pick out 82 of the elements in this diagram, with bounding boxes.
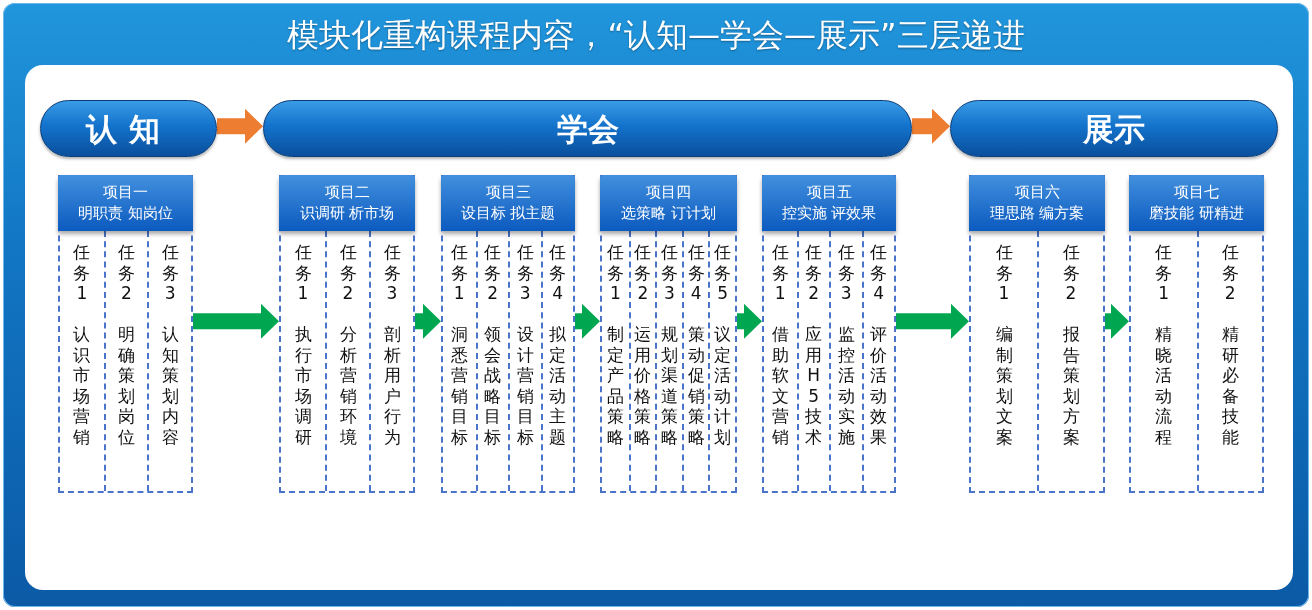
task-name: 设计营销目标 [516,324,535,447]
task-number: 任务3 [837,242,856,304]
task-number: 任务2 [117,242,136,304]
task-number: 任务1 [771,242,790,304]
task-number: 任务4 [687,242,706,304]
arrow [217,108,263,144]
task-name: 报告策划方案 [1062,324,1080,447]
task-name: 借助软文营销 [771,324,790,447]
project-title: 识调研 析市场 [299,203,395,224]
stage-banner [950,100,1278,157]
task-number: 任务1 [72,242,91,304]
project-number: 项目六 [1014,182,1060,203]
project-number: 项目四 [646,182,691,203]
task-number: 任务1 [995,242,1013,304]
task-name: 策动促销策略 [687,324,706,447]
task-name: 议定活动计划 [713,324,732,447]
task-name: 洞悉营销目标 [450,324,469,447]
project-panel [279,175,415,493]
stage-label: 认知 [85,110,172,147]
task-name: 领会战略目标 [483,324,502,447]
task-name: 制定产品策略 [606,324,625,447]
project-title: 明职责 知岗位 [78,203,173,224]
project-title: 选策略 订计划 [621,203,716,224]
arrow [1105,303,1129,339]
task-number: 任务1 [606,242,625,304]
task-number: 任务2 [804,242,823,304]
task-name: 明确策划岗位 [117,324,136,447]
task-number: 任务3 [383,242,401,304]
project-number: 项目二 [324,182,370,203]
title: 模块化重构课程内容，“认知—学会—展示”三层递进 [287,15,1025,56]
stage-banner [263,100,912,157]
project-title: 理思路 编方案 [989,203,1085,224]
task-number: 任务3 [161,242,180,304]
project-title: 设目标 拟主题 [460,203,556,224]
project-number: 项目三 [485,182,531,203]
task-name: 编制策划文案 [995,324,1013,447]
task-number: 任务2 [633,242,652,304]
arrow [737,303,762,339]
task-name: 认知策划内容 [161,324,180,447]
project-panel [1129,175,1264,493]
arrow [896,303,969,339]
project-panel [58,175,193,493]
project-number: 项目七 [1174,182,1219,203]
project-panel [441,175,575,493]
project-panel [969,175,1105,493]
task-name: 规划渠道策略 [660,324,679,447]
project-title: 控实施 评效果 [781,203,877,224]
task-number: 任务4 [869,242,888,304]
task-name: 评价活动效果 [869,324,888,447]
task-number: 任务1 [1154,242,1173,304]
task-number: 任务1 [294,242,312,304]
task-name: 精晓活动流程 [1154,324,1173,447]
project-number: 项目一 [103,182,148,203]
task-name: 拟定活动主题 [548,324,567,447]
project-number: 项目五 [806,182,852,203]
arrow [193,303,279,339]
task-number: 任务3 [660,242,679,304]
task-number: 任务2 [483,242,502,304]
stage-banner [40,100,217,157]
stage-label: 展示 [1083,110,1145,147]
task-name: 认识市场营销 [72,324,91,447]
project-title: 磨技能 研精进 [1149,203,1244,224]
arrow [415,303,441,339]
task-name: 执行市场调研 [294,324,312,447]
task-number: 任务3 [516,242,535,304]
task-number: 任务2 [1062,242,1080,304]
project-panel [762,175,896,493]
task-name: 剖析用户行为 [383,324,401,447]
task-number: 任务2 [339,242,357,304]
stage-label: 学会 [556,110,619,147]
arrow [912,108,950,144]
task-name: 运用价格策略 [633,324,652,447]
task-number: 任务1 [450,242,469,304]
task-name: 分析营销环境 [339,324,357,447]
task-number: 任务5 [713,242,732,304]
task-name: 精研必备技能 [1221,324,1240,447]
task-name: 应用H5技术 [804,324,823,447]
task-number: 任务4 [548,242,567,304]
arrow [575,303,600,339]
task-name: 监控活动实施 [837,324,856,447]
project-panel [600,175,737,493]
task-number: 任务2 [1221,242,1240,304]
